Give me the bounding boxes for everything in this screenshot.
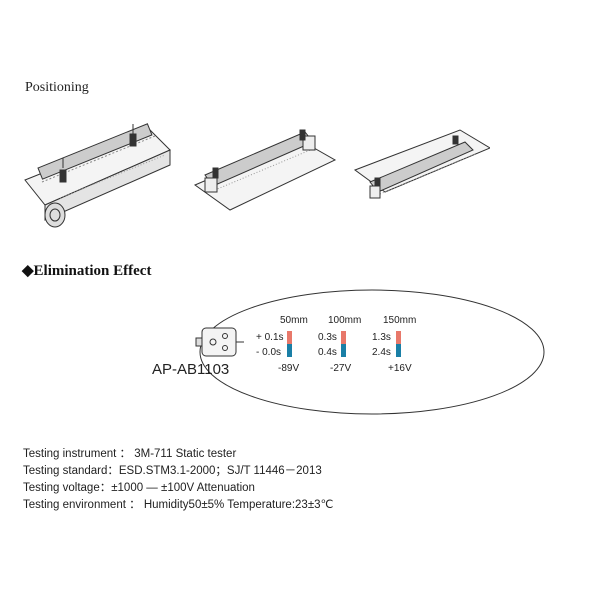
spec-label: Testing instrument (23, 448, 117, 460)
diamond-bullet-icon: ◆ (22, 263, 34, 279)
spec-label: Testing environment (23, 499, 126, 511)
spec-testing-standard: Testing standard：ESD.STM3.1-2000；SJ/T 11… (23, 462, 322, 478)
spec-testing-instrument: Testing instrument ： 3M-711 Static teste… (23, 445, 236, 461)
positive-bar (341, 331, 346, 344)
positive-bar (287, 331, 292, 344)
device-label: AP-AB1103 (152, 361, 229, 378)
top-time-label: + 0.1s (256, 332, 284, 343)
spec-separator: ： (107, 465, 119, 477)
negative-bar (396, 344, 401, 357)
spec-separator: ： (129, 499, 141, 511)
discharge-field-ellipse (199, 289, 545, 415)
distance-label: 100mm (328, 315, 361, 326)
top-time-label: 1.3s (372, 332, 391, 343)
positioning-illustrations (24, 123, 490, 228)
spec-testing-environment: Testing environment ： Humidity50±5% Temp… (23, 496, 333, 512)
positioning-title: Positioning (25, 80, 89, 95)
spec-value: 3M-711 Static tester (134, 448, 237, 460)
bottom-time-label: 0.4s (318, 347, 337, 358)
illustration-sheet (193, 129, 337, 211)
measurement-column-150: 150mm 1.3s 2.4s +16V (372, 315, 416, 374)
measurement-column-50: 50mm + 0.1s - 0.0s -89V (256, 315, 308, 374)
elimination-title-text: Elimination Effect (33, 263, 152, 279)
distance-label: 150mm (383, 315, 416, 326)
spec-label: Testing standard (23, 465, 108, 477)
spec-value: ±1000 — ±100V Attenuation (111, 482, 255, 494)
voltage-label: -89V (278, 363, 299, 374)
ionizer-device-icon (195, 327, 244, 357)
bottom-time-label: 2.4s (372, 347, 391, 358)
illustration-underside (353, 129, 490, 199)
spec-value: ESD.STM3.1-2000；SJ/T 11446－2013 (118, 465, 322, 477)
voltage-label: +16V (388, 363, 412, 374)
negative-bar (341, 344, 346, 357)
illustration-roller (24, 123, 171, 228)
spec-testing-voltage: Testing voltage：±1000 — ±100V Attenuatio… (23, 479, 255, 495)
elimination-effect-title: ◆Elimination Effect (22, 261, 151, 280)
positive-bar (396, 331, 401, 344)
distance-label: 50mm (280, 315, 308, 326)
measurement-column-100: 100mm 0.3s 0.4s -27V (318, 315, 361, 374)
spec-label: Testing voltage (23, 482, 100, 494)
voltage-label: -27V (330, 363, 351, 374)
top-time-label: 0.3s (318, 332, 337, 343)
spec-value: Humidity50±5% Temperature:23±3℃ (143, 499, 334, 511)
elimination-diagram: AP-AB1103 50mm + 0.1s - 0.0s -89V 100mm … (152, 289, 545, 415)
bottom-time-label: - 0.0s (256, 347, 281, 358)
spec-separator: ： (99, 482, 112, 494)
spec-separator: ： (119, 448, 132, 460)
negative-bar (287, 344, 292, 357)
